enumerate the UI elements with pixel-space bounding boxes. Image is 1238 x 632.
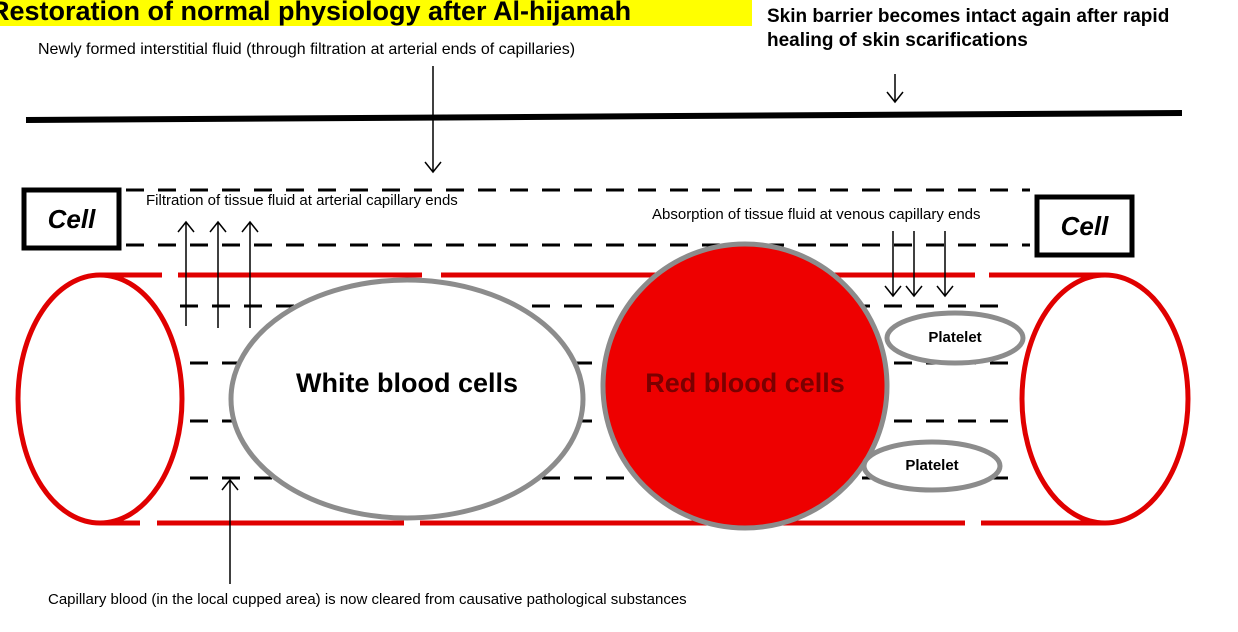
skin-arrow — [887, 74, 903, 102]
white-blood-cells-label: White blood cells — [247, 367, 567, 399]
capillary-blood-note: Capillary blood (in the local cupped are… — [48, 590, 808, 609]
cell-label-right: Cell — [1037, 197, 1132, 255]
vessel-right-opening — [1022, 275, 1188, 523]
cell-label-left: Cell — [24, 190, 119, 248]
red-blood-cells-label: Red blood cells — [602, 367, 888, 399]
absorption-note: Absorption of tissue fluid at venous cap… — [652, 206, 992, 224]
page-title: Restoration of normal physiology after A… — [0, 0, 752, 26]
filtration-note: Filtration of tissue fluid at arterial c… — [146, 192, 476, 210]
new-fluid-note: Newly formed interstitial fluid (through… — [38, 41, 575, 59]
vessel-left-opening — [18, 275, 182, 523]
skin-barrier-note: Skin barrier becomes intact again after … — [767, 5, 1227, 53]
white-blood-cell — [231, 280, 583, 518]
skin-barrier-line — [26, 113, 1182, 120]
platelet-label-2: Platelet — [867, 455, 997, 477]
absorption-arrow-1 — [885, 231, 901, 296]
absorption-arrow-3 — [937, 231, 953, 296]
platelet-label-1: Platelet — [890, 327, 1020, 349]
absorption-arrow-2 — [906, 231, 922, 296]
capillary-blood-arrow — [222, 480, 238, 584]
